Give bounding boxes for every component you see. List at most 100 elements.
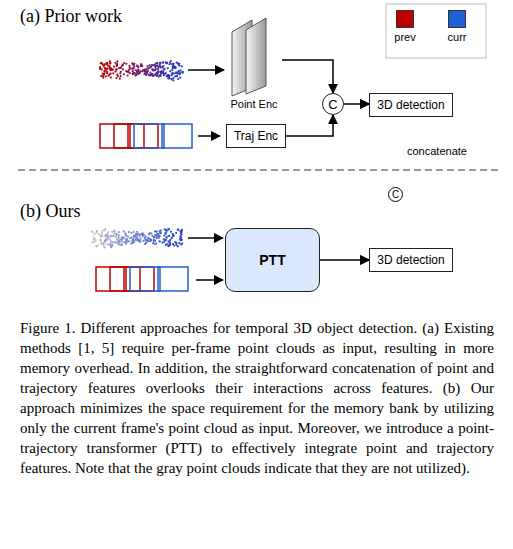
cloud-point [112, 72, 114, 74]
encoder-layer [246, 18, 266, 94]
cloud-point [121, 236, 123, 238]
cloud-point [115, 236, 117, 238]
cloud-point [177, 228, 179, 230]
cloud-point [163, 68, 165, 70]
cloud-point [100, 75, 102, 77]
cloud-point [109, 243, 111, 245]
cloud-point [151, 68, 153, 70]
cloud-point [179, 77, 181, 79]
cloud-point [99, 239, 101, 241]
cloud-point [105, 75, 107, 77]
cloud-point [155, 237, 157, 239]
cloud-point [148, 233, 150, 235]
cloud-point [108, 65, 110, 67]
cloud-point [126, 240, 128, 242]
cloud-point [159, 74, 161, 76]
legend-text: concatenate [407, 145, 467, 157]
cloud-point [163, 74, 165, 76]
cloud-point [106, 63, 108, 65]
cloud-point [118, 231, 120, 233]
cloud-point [115, 68, 117, 70]
cloud-point [118, 237, 120, 239]
cloud-point [172, 63, 174, 65]
cloud-point [177, 78, 179, 80]
cloud-point [161, 66, 163, 68]
cloud-point [106, 68, 108, 70]
cloud-point [113, 66, 115, 68]
cloud-point [121, 244, 123, 246]
cloud-point [167, 235, 169, 237]
cloud-point [125, 243, 127, 245]
cloud-point [114, 241, 116, 243]
cloud-point [160, 72, 162, 74]
cloud-point [158, 237, 160, 239]
cloud-point [96, 232, 98, 234]
cloud-point [176, 75, 178, 77]
cloud-point [153, 236, 155, 238]
cloud-point [177, 245, 179, 247]
cloud-point [109, 62, 111, 64]
cloud-point [101, 68, 103, 70]
cloud-point [120, 66, 122, 68]
concat-symbol: C [388, 187, 403, 202]
cloud-point [102, 75, 104, 77]
cloud-point [178, 64, 180, 66]
cloud-point [132, 241, 134, 243]
figure-caption: Figure 1. Different approaches for tempo… [20, 318, 494, 478]
cloud-point [162, 61, 164, 63]
cloud-point [151, 64, 153, 66]
cloud-point [104, 228, 106, 230]
cloud-point [135, 239, 137, 241]
concat-circle: C [322, 93, 344, 115]
cloud-point [117, 75, 119, 77]
cloud-point [141, 235, 143, 237]
cloud-point [180, 243, 182, 245]
trajectory-box [128, 124, 158, 148]
cloud-point [181, 239, 183, 241]
cloud-point [106, 239, 108, 241]
cloud-point [151, 75, 153, 77]
cloud-point [157, 68, 159, 70]
input-arrow [188, 69, 224, 71]
cloud-point [93, 238, 95, 240]
cloud-point [148, 74, 150, 76]
legend-swatch [396, 10, 414, 28]
cloud-point [106, 235, 108, 237]
cloud-point [112, 241, 114, 243]
cloud-point [115, 233, 117, 235]
cloud-point [175, 72, 177, 74]
cloud-point [91, 231, 93, 233]
cloud-point [105, 239, 107, 241]
cloud-point [179, 69, 181, 71]
cloud-point [100, 241, 102, 243]
cloud-point [166, 62, 168, 64]
cloud-point [120, 244, 122, 246]
cloud-point [106, 72, 108, 74]
cloud-point [129, 67, 131, 69]
cloud-point [133, 67, 135, 69]
cloud-point [123, 241, 125, 243]
cloud-point [166, 243, 168, 245]
cloud-point [165, 239, 167, 241]
legend-item: prev [394, 10, 415, 43]
cloud-point [159, 241, 161, 243]
cloud-point [100, 62, 102, 64]
cloud-point [127, 74, 129, 76]
cloud-point [105, 243, 107, 245]
connector-arrow [320, 259, 369, 261]
cloud-point [181, 72, 183, 74]
cloud-point [110, 76, 112, 78]
cloud-point [143, 73, 145, 75]
cloud-point [111, 234, 113, 236]
cloud-point [137, 65, 139, 67]
cloud-point [140, 238, 142, 240]
cloud-point [179, 73, 181, 75]
cloud-point [135, 233, 137, 235]
cloud-point [130, 67, 132, 69]
cloud-point [136, 65, 138, 67]
legend-item: curr [448, 10, 467, 43]
cloud-point [113, 231, 115, 233]
cloud-point [133, 235, 135, 237]
cloud-point [162, 61, 164, 63]
cloud-point [176, 75, 178, 77]
